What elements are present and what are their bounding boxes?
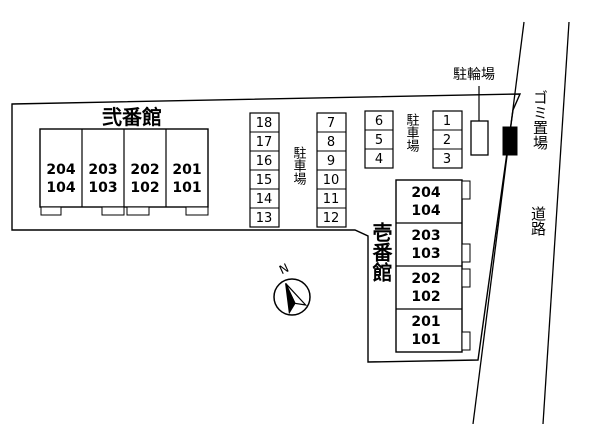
unit-number: 203 [88,162,117,178]
building-ni-title: 弐番館 [102,105,162,129]
building-ichi-title: 壱番館 [369,221,393,283]
parking-column-a: 18 17 16 15 14 13 [249,112,280,228]
parking-space-number: 7 [327,116,335,131]
parking-space-number: 17 [256,135,273,150]
unit-number: 202 [411,271,440,287]
parking-space-number: 8 [327,135,335,150]
unit-number: 203 [411,228,440,244]
parking-label-2: 駐車場 [404,113,420,152]
road-edge-right [542,21,570,424]
road-label: 道路 [529,206,547,236]
unit-number: 103 [88,180,117,196]
building-ni-unit: 204 104 [46,162,75,196]
parking-space-number: 10 [323,173,340,188]
parking-space-number: 6 [375,114,383,129]
garbage-area: ゴミ置場 [502,90,549,156]
bicycle-parking: 駐輪場 [453,66,495,156]
unit-number: 101 [411,332,440,348]
unit-number: 104 [411,203,440,219]
unit-number: 102 [130,180,159,196]
building-ni-unit: 203 103 [88,162,117,196]
building-ni-unit: 202 102 [130,162,159,196]
parking-label-1: 駐車場 [291,146,307,185]
parking-space-number: 5 [375,133,383,148]
parking-space-number: 9 [327,154,335,169]
unit-number: 201 [411,314,440,330]
unit-number: 101 [172,180,201,196]
parking-space-number: 12 [323,211,340,226]
lot-boundary [11,93,522,363]
parking-space-number: 15 [256,173,273,188]
parking-space-number: 18 [256,116,273,131]
building-ichi-unit: 204 104 [411,185,440,219]
garbage-area-label: ゴミ置場 [531,90,549,150]
building-ichi-unit: 201 101 [411,314,440,348]
unit-number: 204 [46,162,75,178]
north-compass: N [273,261,311,316]
parking-column-d: 1 2 3 [432,110,463,169]
unit-number: 102 [411,289,440,305]
unit-number: 104 [46,180,75,196]
parking-space-number: 3 [443,152,451,167]
building-ni-unit: 201 101 [172,162,201,196]
unit-number: 202 [130,162,159,178]
unit-number: 201 [172,162,201,178]
parking-column-b: 7 8 9 10 11 12 [316,112,347,228]
parking-space-number: 11 [323,192,340,207]
parking-column-c: 6 5 4 [364,110,394,169]
parking-space-number: 16 [256,154,273,169]
bicycle-parking-label: 駐輪場 [453,66,495,83]
building-ichi: 壱番館 204 104 203 103 202 102 201 101 [369,179,471,353]
parking-space-number: 4 [375,152,383,167]
parking-space-number: 1 [443,114,451,129]
building-ichi-unit: 202 102 [411,271,440,305]
parking-space-number: 14 [256,192,273,207]
building-ni: 弐番館 204 104 203 103 202 102 201 101 [39,105,209,216]
building-ichi-unit: 203 103 [411,228,440,262]
road-edge-left [472,21,525,424]
unit-number: 204 [411,185,440,201]
parking-space-number: 2 [443,133,451,148]
parking-space-number: 13 [256,211,273,226]
compass-north-label: N [277,261,291,277]
unit-number: 103 [411,246,440,262]
